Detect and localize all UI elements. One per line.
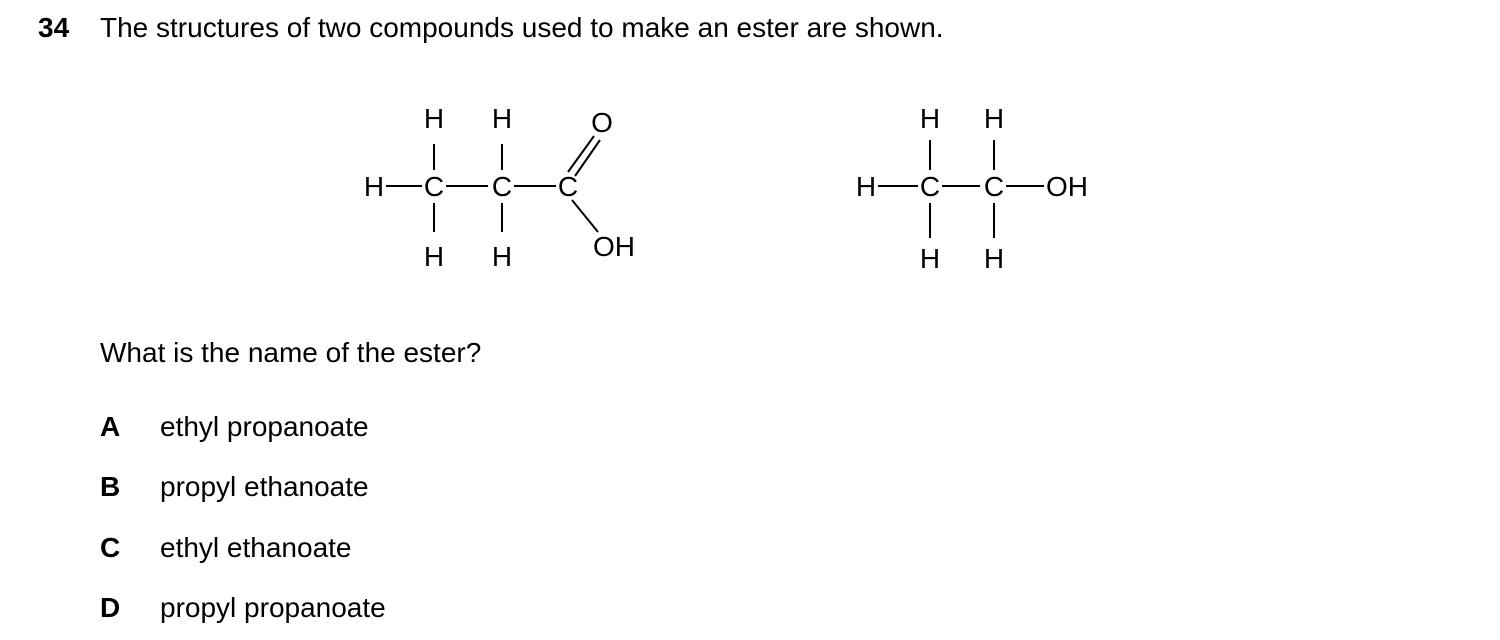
- atom-h-bottom-2: H: [984, 243, 1004, 274]
- option-text: propyl ethanoate: [160, 471, 369, 502]
- option-letter: D: [100, 592, 121, 623]
- atom-o-double: O: [591, 107, 613, 138]
- bond-c3-oh: [571, 199, 599, 233]
- acid-structure-diagram: H C C C H H H H O OH: [364, 103, 635, 272]
- option-text: propyl propanoate: [160, 592, 386, 623]
- atom-c1: C: [424, 171, 444, 202]
- option-letter: B: [100, 471, 121, 502]
- question-prompt: What is the name of the ester?: [100, 337, 482, 368]
- atom-c1: C: [920, 171, 940, 202]
- atom-oh: OH: [593, 231, 635, 262]
- option-text: ethyl propanoate: [160, 411, 369, 442]
- atom-h-left: H: [856, 171, 876, 202]
- atom-h-top-2: H: [492, 103, 512, 134]
- atom-h-top-2: H: [984, 103, 1004, 134]
- atom-h-bottom-1: H: [920, 243, 940, 274]
- question-text: The structures of two compounds used to …: [100, 12, 944, 43]
- atom-c2: C: [492, 171, 512, 202]
- question-number: 34: [38, 12, 70, 43]
- bond-c3-o-double-2: [574, 139, 601, 177]
- atom-h-left: H: [364, 171, 384, 202]
- atom-c2: C: [984, 171, 1004, 202]
- option-text: ethyl ethanoate: [160, 532, 352, 563]
- bond-c3-o-double-1: [567, 135, 595, 173]
- option-letter: C: [100, 532, 121, 563]
- atom-h-bottom-2: H: [492, 241, 512, 272]
- atom-h-bottom-1: H: [424, 241, 444, 272]
- atom-h-top-1: H: [424, 103, 444, 134]
- atom-h-top-1: H: [920, 103, 940, 134]
- atom-oh: OH: [1046, 171, 1088, 202]
- option-letter: A: [100, 411, 121, 442]
- atom-c3: C: [558, 171, 578, 202]
- alcohol-structure-diagram: H C C OH H H H H: [856, 103, 1088, 274]
